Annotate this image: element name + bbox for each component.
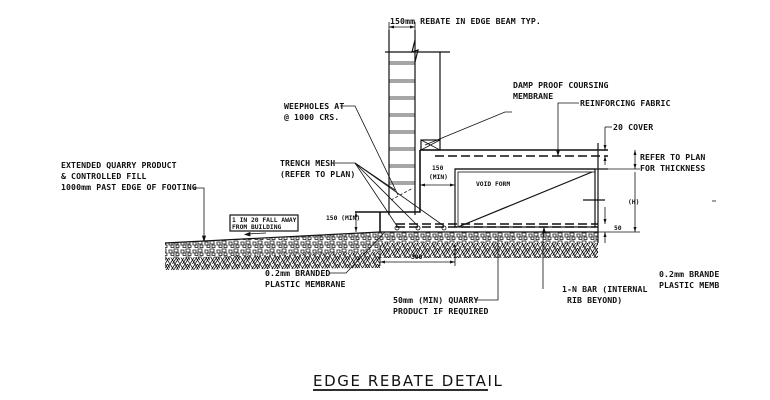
label-weepholes-1: WEEPHOLES AT [284,101,344,111]
void-form-outer [454,168,596,228]
label-void-form: VOID FORM [476,181,510,188]
label-dpc-2: MEMBRANE [513,91,553,101]
label-membrane-left-2: PLASTIC MEMBRANE [265,279,345,289]
label-quarry-1: EXTENDED QUARRY PRODUCT [61,160,177,170]
label-quarry-min-2: PRODUCT IF REQUIRED [393,306,489,316]
brick-courses [389,61,415,185]
weephole [390,187,414,201]
ground-fill [164,231,599,270]
label-fall-2: FROM BUILDING [232,224,281,231]
label-quarry-min-1: 50mm (MIN) QUARRY [393,295,479,305]
quarry-fill-flat [380,232,598,243]
break-symbol [411,39,419,63]
label-nbar-2: RIB BEYOND) [567,295,622,305]
edge-beam [355,143,608,232]
dim-rebate-min-qual: (MIN) [429,174,448,181]
dimensions: 150 (MIN) 150 (MIN) 300 (H) [326,22,716,266]
label-quarry-3: 1000mm PAST EDGE OF FOOTING [61,182,197,192]
rebate-step [355,150,421,213]
leaders [193,102,612,301]
quarry-fill-slope [165,232,380,258]
natural-ground-flat [380,243,598,258]
dim-step-height: 150 (MIN) [326,215,360,222]
label-dpc-1: DAMP PROOF COURSING [513,80,609,90]
label-quarry-2: & CONTROLLED FILL [61,171,147,181]
fill-top-line [164,231,381,244]
label-rebate: 150mm REBATE IN EDGE BEAM TYP. [390,16,541,26]
label-membrane-right-1: 0.2mm BRANDE [659,269,719,279]
label-weepholes-2: @ 1000 CRS. [284,112,339,122]
dim-rebate-min-value: 150 [432,165,444,172]
natural-ground-slope [165,252,380,270]
drawing-title: EDGE REBATE DETAIL [313,372,503,390]
dim-beam-width: 300 [411,254,423,261]
label-trench-1: TRENCH MESH [280,158,335,168]
fall-note-box [229,214,299,232]
label-trench-2: (REFER TO PLAN) [280,169,355,179]
label-membrane-right-2: PLASTIC MEMB [659,280,719,290]
void-form-diagonal [457,171,593,228]
label-thickness-1: REFER TO PLAN [640,152,705,162]
label-fall-1: 1 IN 20 FALL AWAY [232,217,297,224]
annotations: 150mm REBATE IN EDGE BEAM TYP. DAMP PROO… [61,16,719,316]
label-cover: 20 COVER [613,122,653,132]
label-thickness-2: FOR THICKNESS [640,163,705,173]
brick-wall [385,30,450,215]
label-nbar-1: 1-N BAR (INTERNAL [562,284,648,294]
dim-bottom-cover: 50 [614,225,622,232]
label-membrane-left-1: 0.2mm BRANDED [265,268,330,278]
dim-slab-h: (H) [628,199,639,206]
label-reinforcing: REINFORCING FABRIC [580,98,671,108]
